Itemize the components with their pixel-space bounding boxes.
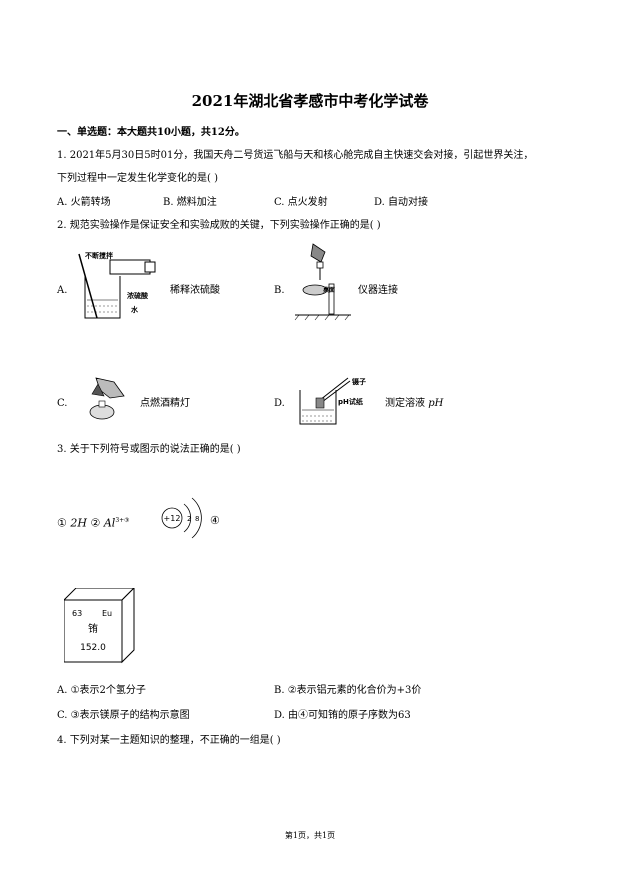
dilute-acid-figure: 不断搅拌 浓硫酸 水 bbox=[78, 251, 156, 319]
mark-4: ④ bbox=[210, 514, 220, 527]
q3-option-a: A. ①表示2个氢分子 bbox=[57, 685, 146, 696]
water-label: 水 bbox=[131, 305, 139, 314]
q3-stem: 3. 关于下列符号或图示的说法正确的是( ) bbox=[57, 444, 241, 455]
ph-paper bbox=[315, 397, 325, 409]
q1-option-d: D. 自动对接 bbox=[374, 197, 429, 208]
symbol-al-charge: 3+ bbox=[115, 517, 125, 524]
nucleus-charge: +12 bbox=[164, 514, 181, 523]
q2-option-d-letter: D. bbox=[274, 398, 285, 409]
q1-option-a: A. 火箭转场 bbox=[57, 197, 111, 208]
tweezers-label: 镊子 bbox=[351, 377, 366, 386]
stir-label: 不断搅拌 bbox=[85, 251, 113, 260]
flame-icon bbox=[91, 383, 105, 397]
measure-ph-figure: 镊子 pH试纸 bbox=[299, 377, 366, 425]
mark-3: ③ bbox=[124, 517, 130, 524]
q1-option-b: B. 燃料加注 bbox=[163, 197, 217, 208]
tweezers-icon bbox=[319, 377, 349, 401]
q2-option-c-text: 点燃酒精灯 bbox=[140, 398, 190, 409]
test-tube bbox=[328, 283, 335, 315]
element-symbol: Eu bbox=[102, 609, 112, 618]
hand-icon bbox=[310, 243, 326, 263]
q2-option-a-text: 稀释浓硫酸 bbox=[170, 285, 220, 296]
q3-option-c: C. ③表示镁原子的结构示意图 bbox=[57, 710, 190, 721]
page-title: 2021年湖北省孝感市中考化学试卷 bbox=[191, 92, 429, 110]
q2-option-c-letter: C. bbox=[57, 398, 68, 409]
glass-rod bbox=[78, 253, 98, 319]
q2-option-b-letter: B. bbox=[274, 285, 285, 296]
section-heading: 一、单选题：本大题共10小题，共12分。 bbox=[57, 127, 245, 138]
q2-option-d-text: 测定溶液 pH bbox=[385, 397, 443, 411]
beaker bbox=[84, 276, 121, 319]
light-lamp-figure bbox=[89, 377, 125, 420]
q1-option-c: C. 点火发射 bbox=[274, 197, 328, 208]
q3-symbols: ① 2H ② Al3+③ bbox=[57, 514, 130, 531]
q2-option-d-label: 测定溶液 bbox=[385, 398, 425, 409]
shell-2-count: 8 bbox=[195, 515, 199, 523]
mark-2: ② bbox=[90, 516, 101, 530]
atomic-number: 63 bbox=[72, 609, 82, 618]
acid-bottle bbox=[109, 259, 151, 275]
q2-stem: 2. 规范实验操作是保证安全和实验成败的关键，下列实验操作正确的是( ) bbox=[57, 220, 381, 231]
atomic-mass: 152.0 bbox=[80, 643, 106, 653]
beaker bbox=[299, 390, 337, 425]
nucleus bbox=[161, 507, 183, 529]
ph-symbol: pH bbox=[428, 398, 444, 409]
element-name: 铕 bbox=[88, 622, 98, 635]
ph-paper-label: pH试纸 bbox=[338, 397, 363, 406]
electron-shell-1 bbox=[183, 503, 192, 533]
q2-option-b-text: 仪器连接 bbox=[358, 285, 398, 296]
symbol-al: Al bbox=[103, 516, 116, 530]
desk-label: 桌面 bbox=[323, 286, 335, 294]
atom-structure-diagram: +12 2 8 bbox=[161, 497, 202, 539]
q3-option-b: B. ②表示铝元素的化合价为+3价 bbox=[274, 685, 422, 696]
element-card-europium: 63 Eu 铕 152.0 bbox=[64, 588, 135, 664]
acid-label: 浓硫酸 bbox=[127, 291, 149, 300]
hand-icon-lower bbox=[302, 284, 328, 296]
q1-stem-line2: 下列过程中一定发生化学变化的是( ) bbox=[57, 173, 218, 184]
q4-stem: 4. 下列对某一主题知识的整理，不正确的一组是( ) bbox=[57, 735, 281, 746]
symbol-2h: 2H bbox=[70, 516, 87, 530]
page-footer: 第1页，共1页 bbox=[284, 831, 336, 840]
connect-apparatus-figure: 桌面 bbox=[294, 243, 351, 321]
q2-option-a-letter: A. bbox=[57, 285, 68, 296]
mark-1: ① bbox=[57, 516, 67, 530]
q1-stem-line1: 1. 2021年5月30日5时01分，我国天舟二号货运飞船与天和核心舱完成自主快… bbox=[57, 150, 534, 161]
shell-1-count: 2 bbox=[187, 515, 191, 523]
q3-option-d: D. 由④可知铕的原子序数为63 bbox=[274, 710, 411, 721]
